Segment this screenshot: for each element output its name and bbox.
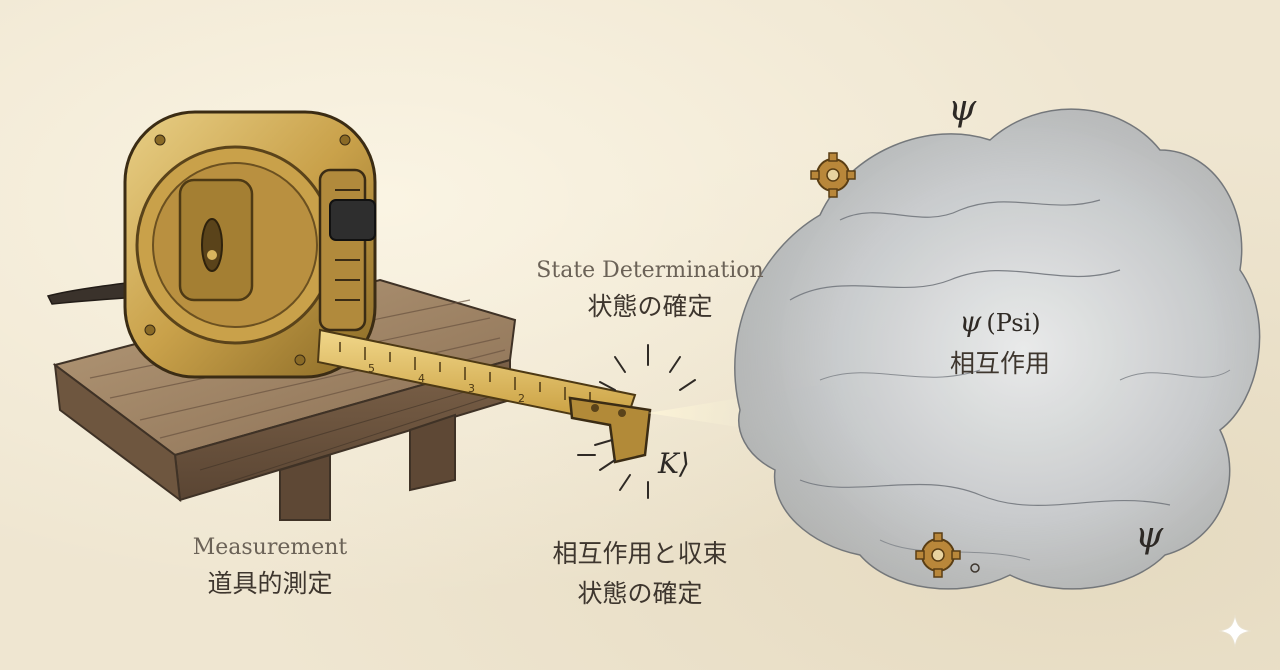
interaction-convergence-label: 相互作用と収束 状態の確定 [520, 530, 760, 610]
psi-title: ψ (Psi) [959, 305, 1040, 338]
measurement-en: Measurement [192, 535, 348, 560]
measurement-label: Measurement 道具的測定 [175, 535, 365, 600]
spark-rays [577, 344, 696, 499]
state-jp: 状態の確定 [587, 292, 713, 321]
psi-jp: 相互作用 [949, 349, 1050, 378]
svg-text:3: 3 [468, 382, 475, 395]
gear-icon [810, 152, 856, 198]
gear-icon [915, 532, 961, 578]
state-en: State Determination [536, 258, 764, 283]
interaction-line1: 相互作用と収束 [552, 539, 728, 568]
tape-blade: 5 4 3 2 [316, 328, 652, 464]
small-circle-mark [970, 563, 980, 573]
state-determination-label: State Determination 状態の確定 [515, 258, 785, 323]
psi-symbol-floating: ψ [1135, 515, 1164, 556]
tape-measure-icon [123, 110, 377, 379]
psi-symbol-floating: ψ [948, 88, 977, 129]
ket-label: K⟩ [658, 447, 690, 480]
psi-rest: (Psi) [986, 309, 1041, 337]
measurement-jp: 道具的測定 [207, 569, 333, 598]
interaction-line2: 状態の確定 [577, 579, 703, 608]
svg-text:5: 5 [368, 362, 375, 375]
svg-text:4: 4 [418, 372, 425, 385]
psi-cloud [734, 108, 1261, 590]
psi-symbol: ψ [959, 305, 982, 338]
svg-text:2: 2 [518, 392, 525, 405]
psi-label: ψ (Psi) 相互作用 [920, 305, 1080, 380]
sparkle-icon [1218, 614, 1252, 648]
